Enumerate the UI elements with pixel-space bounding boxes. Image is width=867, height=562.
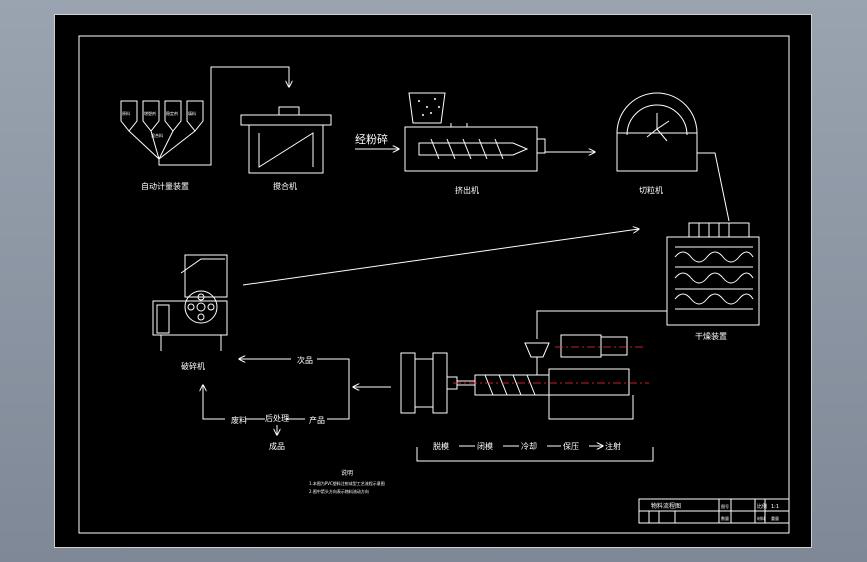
crusher-to-dryer-line — [242, 229, 639, 286]
recycle-product: 产品 — [309, 415, 325, 425]
dryer — [666, 222, 760, 326]
label-crusher: 破碎机 — [181, 361, 205, 371]
hopper-tag-1: 原料 — [122, 110, 130, 116]
title-cell-4: 重量 — [771, 515, 779, 521]
defect-bracket — [317, 358, 350, 420]
hopper-tag-4: 填料 — [188, 110, 196, 116]
process-step-2: 闭模 — [477, 441, 493, 451]
auto-metering-unit — [120, 100, 204, 160]
notes-line-2: 2.图中箭头方向表示物料流动方向 — [309, 488, 369, 494]
crusher — [152, 254, 228, 351]
drawing-sheet: 原料 增塑剂 稳定剂 填料 混合料 自动计量装置 搅合机 经粉碎 挤出机 切粒机 — [54, 14, 812, 548]
hopper-tag-2: 增塑剂 — [144, 110, 156, 116]
notes-title: 说明 — [341, 469, 353, 477]
extruder — [404, 92, 546, 172]
mixer — [240, 106, 332, 174]
process-step-4: 保压 — [563, 441, 579, 451]
title-cell-2: 数量 — [721, 515, 729, 521]
blend-tag: 混合料 — [151, 132, 163, 138]
hopper-3 — [164, 100, 182, 132]
process-step-5: 注射 — [605, 441, 621, 451]
recycle-finished: 成品 — [269, 441, 285, 451]
label-pelletizer: 切粒机 — [639, 185, 663, 195]
process-steps: 脱模 闭模 冷却 保压 注射 — [433, 441, 621, 451]
title-cell-1: 图号 — [721, 503, 729, 509]
feed-to-mixer-line — [158, 66, 289, 166]
hopper-1 — [120, 100, 138, 132]
inner-border — [78, 35, 790, 534]
scrap-to-crusher-arrow — [203, 385, 225, 420]
feed-line-2 — [150, 130, 160, 160]
title-row2-left: 比例 — [757, 503, 767, 510]
hopper-4 — [186, 100, 204, 132]
title-cell-3: 材料 — [757, 515, 765, 521]
process-step-3: 冷却 — [521, 441, 537, 451]
title-drawing-name: 物料流程图 — [651, 502, 681, 510]
hopper-2 — [142, 100, 160, 132]
hopper-tag-3: 稳定剂 — [166, 110, 178, 116]
flow-diagram: 原料 增塑剂 稳定剂 填料 混合料 自动计量装置 搅合机 经粉碎 挤出机 切粒机 — [78, 35, 790, 534]
extruder-granules — [418, 98, 440, 116]
title-row2-right: 1:1 — [771, 504, 779, 510]
pelletizer — [616, 92, 698, 172]
recycle-post-process: 后处理 — [265, 413, 289, 423]
label-auto-metering: 自动计量装置 — [141, 181, 189, 191]
recycle-scrap: 废料 — [231, 415, 247, 425]
feed-line-4 — [158, 130, 196, 160]
pelletizer-to-dryer-line — [697, 152, 730, 222]
recycle-defect: 次品 — [297, 355, 313, 365]
label-mixer: 搅合机 — [273, 181, 297, 191]
notes-line-1: 1.本图为PVC塑料注射成型工艺流程示意图 — [309, 480, 385, 486]
feed-line-1 — [128, 130, 160, 160]
premix-note: 经粉碎 — [355, 132, 388, 146]
process-step-1: 脱模 — [433, 441, 449, 451]
title-block — [638, 498, 790, 524]
label-dryer: 干燥装置 — [695, 331, 727, 341]
label-extruder: 挤出机 — [455, 185, 479, 195]
recycle-loop — [203, 359, 391, 435]
injection-machine — [400, 310, 668, 420]
feed-line-3 — [158, 130, 174, 160]
process-bracket — [416, 447, 654, 462]
